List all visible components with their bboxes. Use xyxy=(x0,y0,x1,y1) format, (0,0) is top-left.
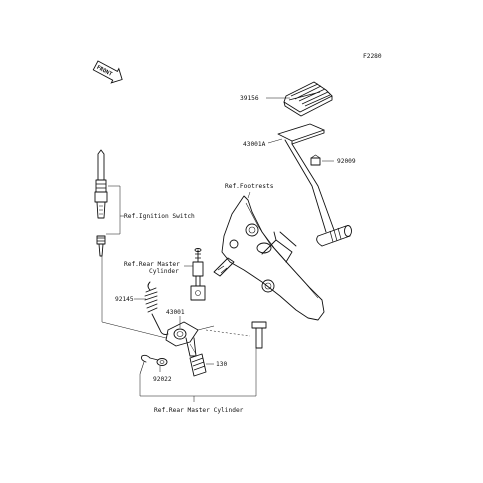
front-direction-badge: FRONT xyxy=(92,60,123,84)
pedal-rubber-part xyxy=(283,81,333,117)
callout-92009: 92009 xyxy=(337,158,356,165)
cotter-pin-part xyxy=(139,354,159,375)
callout-ref-ignition-switch: Ref.Ignition Switch xyxy=(124,213,195,220)
bolt-part xyxy=(189,353,207,377)
callout-43001: 43001 xyxy=(166,309,185,316)
pedal-pivot-shaft xyxy=(316,225,352,247)
callout-ref-rear-master-cylinder-bottom: Ref.Rear Master Cylinder xyxy=(154,407,244,414)
figure-code: F2280 xyxy=(363,53,382,60)
callout-ref-rear-master-cylinder-line1: Ref.Rear Master xyxy=(124,261,180,268)
callout-leaders xyxy=(101,97,334,402)
pivot-bolt-part xyxy=(251,321,267,349)
pedal-nut-part xyxy=(310,154,321,166)
callout-43001a: 43001A xyxy=(243,141,266,148)
callout-130: 130 xyxy=(216,361,227,368)
callout-ref-footrests: Ref.Footrests xyxy=(225,183,274,190)
ignition-switch-part xyxy=(94,149,108,257)
front-arrow-icon xyxy=(92,60,123,84)
washer-part xyxy=(156,358,168,366)
master-cylinder-rod xyxy=(190,248,206,301)
pedal-plate-part xyxy=(277,123,335,233)
footrest-bracket xyxy=(221,195,325,321)
callout-92145: 92145 xyxy=(115,296,134,303)
callout-ref-rear-master-cylinder-line2: Cylinder xyxy=(149,268,179,275)
callout-92022: 92022 xyxy=(153,376,172,383)
callout-39156: 39156 xyxy=(240,95,259,102)
master-cylinder-joint xyxy=(213,257,235,277)
return-spring-part xyxy=(144,281,169,335)
brake-lever-part xyxy=(165,321,215,357)
